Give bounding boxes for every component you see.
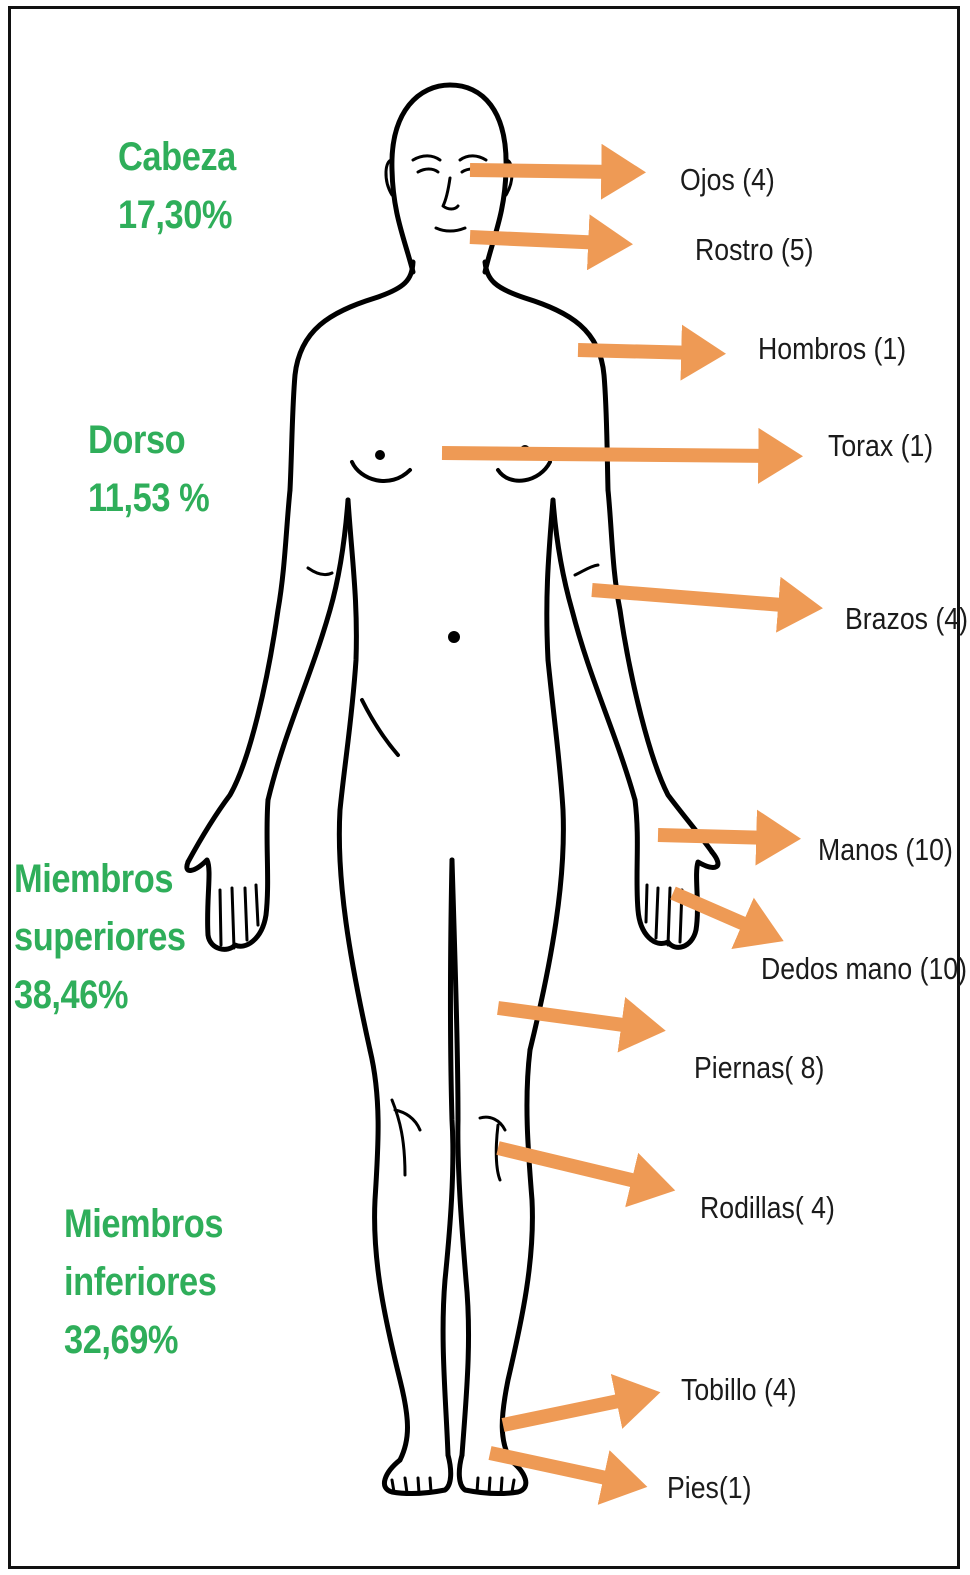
navel xyxy=(448,631,460,643)
part-rodillas: Rodillas( 4) xyxy=(700,1192,835,1223)
region-dorso-value: 11,53 % xyxy=(88,469,209,527)
right-arm-outer xyxy=(608,490,712,852)
left-elbow-crease xyxy=(308,568,332,575)
torso-right-side xyxy=(530,500,563,1050)
arrow-torax xyxy=(442,453,775,456)
left-nipple xyxy=(375,450,385,460)
left-shoulder-outline xyxy=(290,262,413,490)
part-rostro: Rostro (5) xyxy=(695,234,814,265)
left-arm-inner xyxy=(268,500,348,800)
region-miembros-inferiores-name: Miembros inferiores xyxy=(64,1195,223,1311)
region-cabeza-name: Cabeza xyxy=(118,128,236,186)
arrow-hombros xyxy=(578,350,698,353)
region-dorso-name: Dorso xyxy=(88,411,185,469)
arrow-brazos xyxy=(592,590,795,606)
left-leg-inner xyxy=(443,860,453,1455)
part-hombros: Hombros (1) xyxy=(758,333,906,364)
arrow-rodillas xyxy=(498,1148,648,1184)
part-torax: Torax (1) xyxy=(828,430,933,461)
part-tobillo: Tobillo (4) xyxy=(681,1374,797,1405)
arrows xyxy=(442,170,795,1481)
region-cabeza-value: 17,30% xyxy=(118,186,232,244)
chest-line-left xyxy=(352,462,410,481)
left-eye xyxy=(418,169,438,172)
right-hand-outline xyxy=(635,800,718,947)
mouth xyxy=(436,228,465,231)
region-miembros-superiores-value: 38,46% xyxy=(14,966,128,1024)
region-miembros-superiores-name: Miembros superiores xyxy=(14,850,186,966)
right-arm-inner xyxy=(553,500,635,800)
part-dedos-mano: Dedos mano (10) xyxy=(761,953,967,984)
arrow-ojos xyxy=(470,170,618,172)
left-hand-outline xyxy=(187,800,268,949)
part-brazos: Brazos (4) xyxy=(845,603,968,634)
part-pies: Pies(1) xyxy=(667,1472,751,1503)
arrow-pies xyxy=(490,1453,620,1481)
part-ojos: Ojos (4) xyxy=(680,164,775,195)
right-elbow-crease xyxy=(575,565,598,575)
arrow-rostro xyxy=(470,237,605,243)
right-eyebrow xyxy=(460,156,486,160)
region-miembros-inferiores-value: 32,69% xyxy=(64,1311,178,1369)
arrow-manos xyxy=(658,835,773,838)
nose xyxy=(443,178,458,209)
human-body-outline xyxy=(187,85,718,1493)
hip-crease-left xyxy=(362,700,398,755)
chest-line-right xyxy=(498,462,550,481)
left-eyebrow xyxy=(413,156,440,160)
left-knee-lines xyxy=(392,1100,420,1175)
arrow-dedos-mano xyxy=(673,893,758,930)
arrow-piernas xyxy=(498,1008,638,1027)
left-arm-outer xyxy=(188,490,290,862)
part-manos: Manos (10) xyxy=(818,834,953,865)
part-piernas: Piernas( 8) xyxy=(694,1052,824,1083)
right-leg-outer xyxy=(502,1050,532,1460)
arrow-tobillo xyxy=(503,1398,633,1425)
torso-left-side xyxy=(339,500,370,1050)
